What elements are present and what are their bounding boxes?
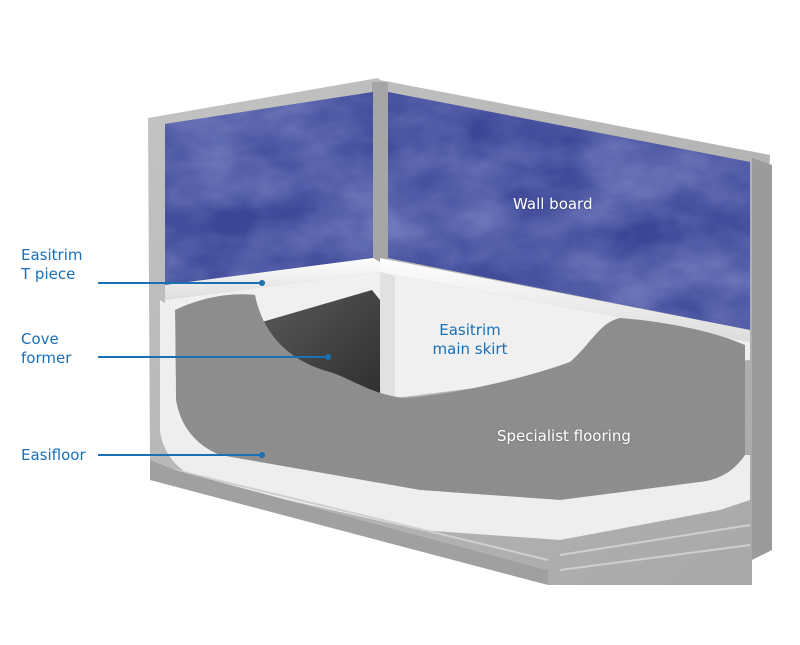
right-wall-board-texture xyxy=(388,92,750,330)
callout-dot-t-piece xyxy=(259,280,265,286)
easitrim-t-piece-right xyxy=(380,258,750,342)
callout-dot-easifloor xyxy=(259,452,265,458)
concrete-right-edge xyxy=(752,158,772,560)
label-specialist-flooring: Specialist flooring xyxy=(497,427,631,445)
base-slab-edge xyxy=(150,460,548,585)
skirt-shadow xyxy=(380,272,395,400)
label-easitrim-t-piece: Easitrim T piece xyxy=(21,246,83,283)
label-cove-former: Cove former xyxy=(21,330,72,367)
label-easifloor: Easifloor xyxy=(21,446,86,464)
easitrim-t-piece xyxy=(165,258,380,300)
specialist-flooring-texture xyxy=(175,294,745,500)
left-wall-board-texture xyxy=(165,92,373,285)
callout-lines xyxy=(98,280,331,458)
label-wall-board: Wall board xyxy=(513,195,593,213)
label-easitrim-main-skirt: Easitrim main skirt xyxy=(432,321,508,358)
easifloor-base xyxy=(160,300,750,540)
callout-dot-cove-former xyxy=(325,354,331,360)
